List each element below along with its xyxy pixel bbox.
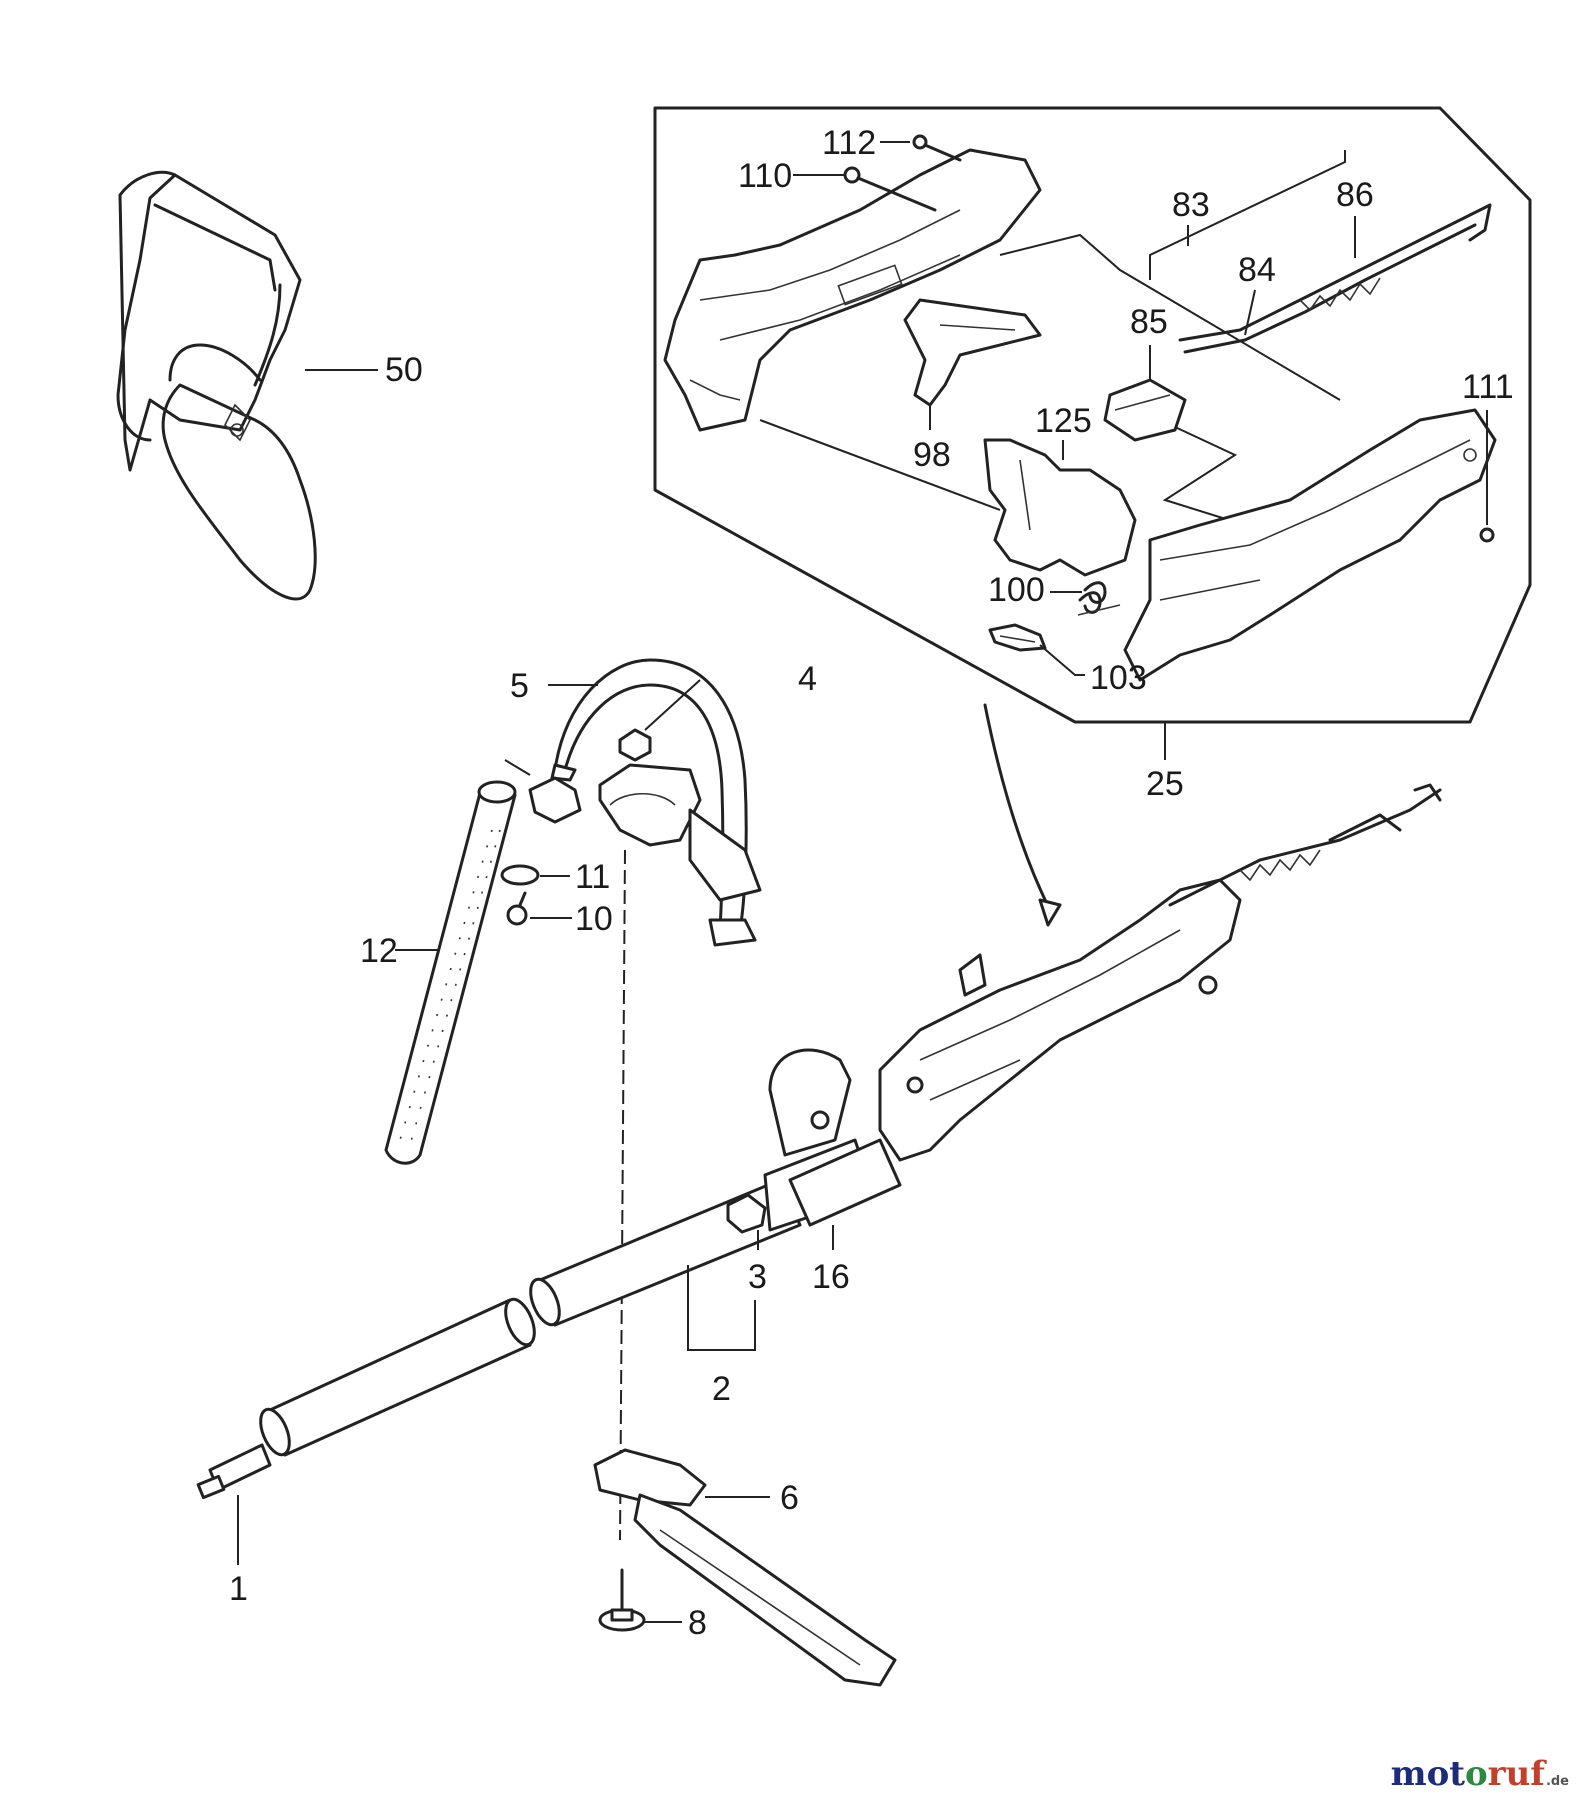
drive-shaft <box>196 1443 272 1500</box>
harness-strap <box>116 170 317 601</box>
bolt-8 <box>598 1568 646 1632</box>
clamp-block <box>598 763 762 902</box>
spring-part <box>1077 581 1121 616</box>
inset-box-25 <box>653 106 1532 724</box>
label-83: 83 <box>1172 186 1210 224</box>
label-100: 100 <box>988 571 1045 609</box>
assembled-housing <box>788 783 1442 1227</box>
label-10: 10 <box>575 900 613 938</box>
label-3: 3 <box>748 1258 767 1296</box>
label-11: 11 <box>575 858 610 896</box>
label-98: 98 <box>913 436 951 474</box>
label-110: 110 <box>738 157 792 195</box>
trigger-part <box>903 298 1042 407</box>
label-84: 84 <box>1238 251 1276 289</box>
nut-4 <box>618 728 652 762</box>
cable-assembly <box>1178 203 1492 354</box>
clamp-small <box>504 759 582 824</box>
label-103: 103 <box>1090 659 1147 697</box>
label-5: 5 <box>510 667 529 705</box>
label-8: 8 <box>688 1604 707 1642</box>
rear-handle <box>593 1448 897 1687</box>
lower-housing <box>1123 408 1497 682</box>
assembly-arrow <box>983 703 1052 912</box>
switch-part <box>983 438 1137 577</box>
leader-4 <box>644 679 701 731</box>
screw-110 <box>843 166 937 212</box>
label-4: 4 <box>798 660 817 698</box>
label-2: 2 <box>712 1370 731 1408</box>
switch-85 <box>1103 378 1187 442</box>
screw-112 <box>912 134 962 162</box>
bolt-10 <box>506 891 528 926</box>
upper-housing <box>663 148 1042 432</box>
main-pipe <box>259 1178 802 1457</box>
grip-12 <box>384 780 517 1165</box>
label-112: 112 <box>822 124 876 162</box>
nut-3 <box>726 1193 767 1234</box>
label-50: 50 <box>385 351 423 389</box>
bracket-2 <box>687 1265 756 1351</box>
washer-11 <box>500 864 540 886</box>
label-85: 85 <box>1130 303 1168 341</box>
label-111: 111 <box>1462 368 1514 406</box>
label-12: 12 <box>360 932 398 970</box>
label-16: 16 <box>812 1258 850 1296</box>
label-25: 25 <box>1146 765 1184 803</box>
label-1: 1 <box>229 1570 248 1608</box>
label-86: 86 <box>1336 176 1374 214</box>
label-125: 125 <box>1035 402 1092 440</box>
bracket-83 <box>1149 150 1346 280</box>
label-6: 6 <box>780 1479 799 1517</box>
leader-103 <box>1039 644 1085 676</box>
clip-part-103 <box>988 623 1047 652</box>
